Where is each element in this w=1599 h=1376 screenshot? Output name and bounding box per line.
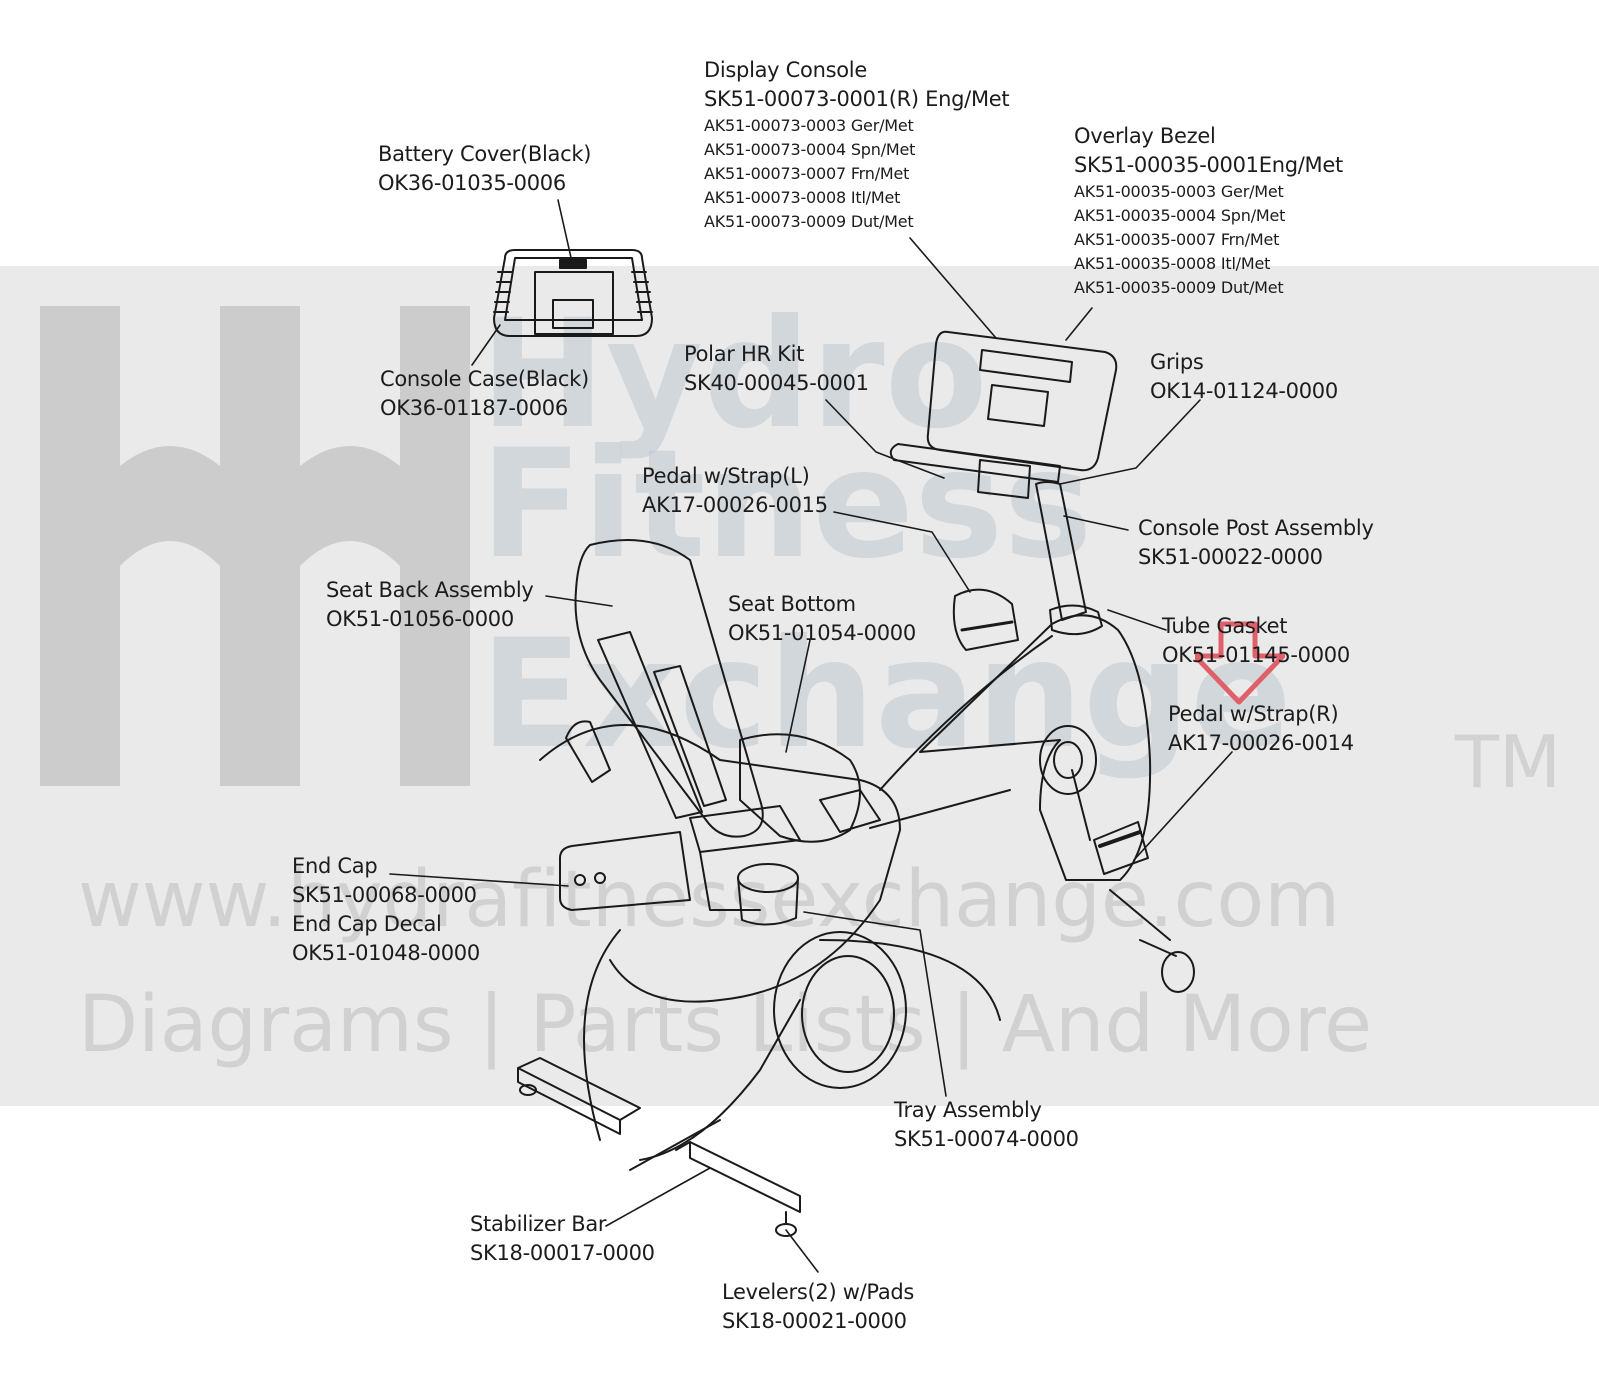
seat-bottom-drawing [739,733,881,843]
console-case-drawing [493,249,653,337]
stabilizer-bar-name: Stabilizer Bar [470,1212,607,1236]
overlay-bezel-part: SK51-00035-0001Eng/Met [1074,153,1343,177]
end-cap-part: SK51-00068-0000 [292,883,477,907]
seat-back-part: OK51-01056-0000 [326,607,514,631]
label-console-case: Console Case(Black) OK36-01187-0006 [380,365,589,423]
console-post-part: SK51-00022-0000 [1138,545,1323,569]
label-display-console: Display Console SK51-00073-0001(R) Eng/M… [704,56,1010,234]
polar-hr-kit-name: Polar HR Kit [684,342,805,366]
label-tube-gasket: Tube Gasket OK51-01145-0000 [1162,612,1350,670]
display-console-part: SK51-00073-0001(R) Eng/Met [704,87,1010,111]
display-console-sub-part: AK51-00073-0007 Frn/Met [704,164,910,183]
label-battery-cover: Battery Cover(Black) OK36-01035-0006 [378,140,591,198]
watermark-tagline: Diagrams | Parts Lists | And More [78,980,1373,1070]
end-cap-decal-part: OK51-01048-0000 [292,941,480,965]
levelers-part: SK18-00021-0000 [722,1309,907,1333]
tube-gasket-name: Tube Gasket [1162,614,1288,638]
seat-bottom-name: Seat Bottom [728,592,856,616]
grips-part: OK14-01124-0000 [1150,379,1338,403]
seat-back-name: Seat Back Assembly [326,578,534,602]
end-cap-name: End Cap [292,854,378,878]
seat-bottom-part: OK51-01054-0000 [728,621,916,645]
pedal-left-part: AK17-00026-0015 [642,493,828,517]
grips-name: Grips [1150,350,1204,374]
frame-drawing [539,614,1195,1171]
label-levelers: Levelers(2) w/Pads SK18-00021-0000 [722,1278,914,1336]
stabilizer-drawing [517,1057,801,1237]
overlay-bezel-sub-part: AK51-00035-0007 Frn/Met [1074,230,1280,249]
label-seat-bottom: Seat Bottom OK51-01054-0000 [728,590,916,648]
label-overlay-bezel: Overlay Bezel SK51-00035-0001Eng/Met AK5… [1074,122,1343,300]
pedal-right-part: AK17-00026-0014 [1168,731,1354,755]
pedal-left-name: Pedal w/Strap(L) [642,464,810,488]
label-pedal-right: Pedal w/Strap(R) AK17-00026-0014 [1168,700,1354,758]
label-polar-hr-kit: Polar HR Kit SK40-00045-0001 [684,340,869,398]
polar-hr-kit-part: SK40-00045-0001 [684,371,869,395]
display-console-name: Display Console [704,58,867,82]
tray-assembly-part: SK51-00074-0000 [894,1127,1079,1151]
display-console-sub-part: AK51-00073-0004 Spn/Met [704,140,916,159]
seat-back-drawing [565,539,764,838]
console-case-part: OK36-01187-0006 [380,396,568,420]
watermark-brand-line3: Exchange [480,608,1293,782]
watermark-logo [40,306,470,786]
watermark-brand-line1: Hydro [480,288,988,462]
overlay-bezel-sub-part: AK51-00035-0009 Dut/Met [1074,278,1284,297]
stabilizer-bar-part: SK18-00017-0000 [470,1241,655,1265]
label-tray-assembly: Tray Assembly SK51-00074-0000 [894,1096,1079,1154]
leader-lines [389,199,1233,1273]
tube-gasket-part: OK51-01145-0000 [1162,643,1350,667]
label-end-cap: End Cap SK51-00068-0000 End Cap Decal OK… [292,852,480,968]
tray-assembly-name: Tray Assembly [894,1098,1042,1122]
end-cap-decal-name: End Cap Decal [292,912,442,936]
label-pedal-left: Pedal w/Strap(L) AK17-00026-0015 [642,462,828,520]
battery-cover-name: Battery Cover(Black) [378,142,592,166]
tray-drawing [559,805,801,926]
overlay-bezel-sub-part: AK51-00035-0003 Ger/Met [1074,182,1284,201]
label-grips: Grips OK14-01124-0000 [1150,348,1338,406]
label-seat-back: Seat Back Assembly OK51-01056-0000 [326,576,534,634]
pedal-right-name: Pedal w/Strap(R) [1168,702,1339,726]
overlay-bezel-sub-part: AK51-00035-0008 Itl/Met [1074,254,1271,273]
display-console-sub-part: AK51-00073-0009 Dut/Met [704,212,914,231]
watermark-tm: TM [1455,720,1562,804]
overlay-bezel-sub-part: AK51-00035-0004 Spn/Met [1074,206,1286,225]
display-console-drawing [889,330,1118,499]
console-case-name: Console Case(Black) [380,367,589,391]
left-pedal-drawing [952,588,1019,651]
console-post-name: Console Post Assembly [1138,516,1374,540]
label-console-post: Console Post Assembly SK51-00022-0000 [1138,514,1374,572]
console-post-drawing [1035,481,1103,636]
overlay-bezel-name: Overlay Bezel [1074,124,1216,148]
red-arrow-icon [1195,621,1285,705]
levelers-name: Levelers(2) w/Pads [722,1280,915,1304]
display-console-sub-part: AK51-00073-0003 Ger/Met [704,116,914,135]
label-stabilizer-bar: Stabilizer Bar SK18-00017-0000 [470,1210,655,1268]
crank-drawing [1039,725,1149,875]
battery-cover-part: OK36-01035-0006 [378,171,566,195]
display-console-sub-part: AK51-00073-0008 Itl/Met [704,188,901,207]
